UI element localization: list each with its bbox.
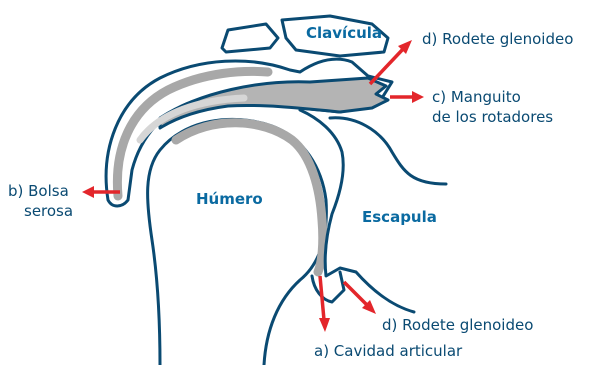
label-rodete-bottom: d) Rodete glenoideo (382, 316, 533, 334)
humerus (148, 119, 327, 365)
humerus-outline (148, 119, 327, 365)
clavicle-fragment-left (222, 24, 278, 52)
label-escapula: Escapula (362, 208, 437, 226)
label-clavicula: Clavícula (306, 24, 382, 42)
label-manguito-line1: c) Manguito (432, 88, 521, 106)
arrow-rodete-bottom (344, 282, 368, 306)
label-bolsa-line2: serosa (24, 202, 73, 220)
label-rodete-top: d) Rodete glenoideo (422, 30, 573, 48)
label-manguito-line2: de los rotadores (432, 108, 553, 126)
arrow-cavidad (320, 276, 324, 320)
label-cavidad: a) Cavidad articular (314, 342, 463, 360)
label-humero: Húmero (196, 190, 263, 208)
arrowhead-cavidad (319, 318, 330, 332)
label-bolsa-line1: b) Bolsa (8, 182, 69, 200)
arrowhead-manguito (412, 91, 424, 103)
arrowhead-bolsa (82, 186, 94, 198)
